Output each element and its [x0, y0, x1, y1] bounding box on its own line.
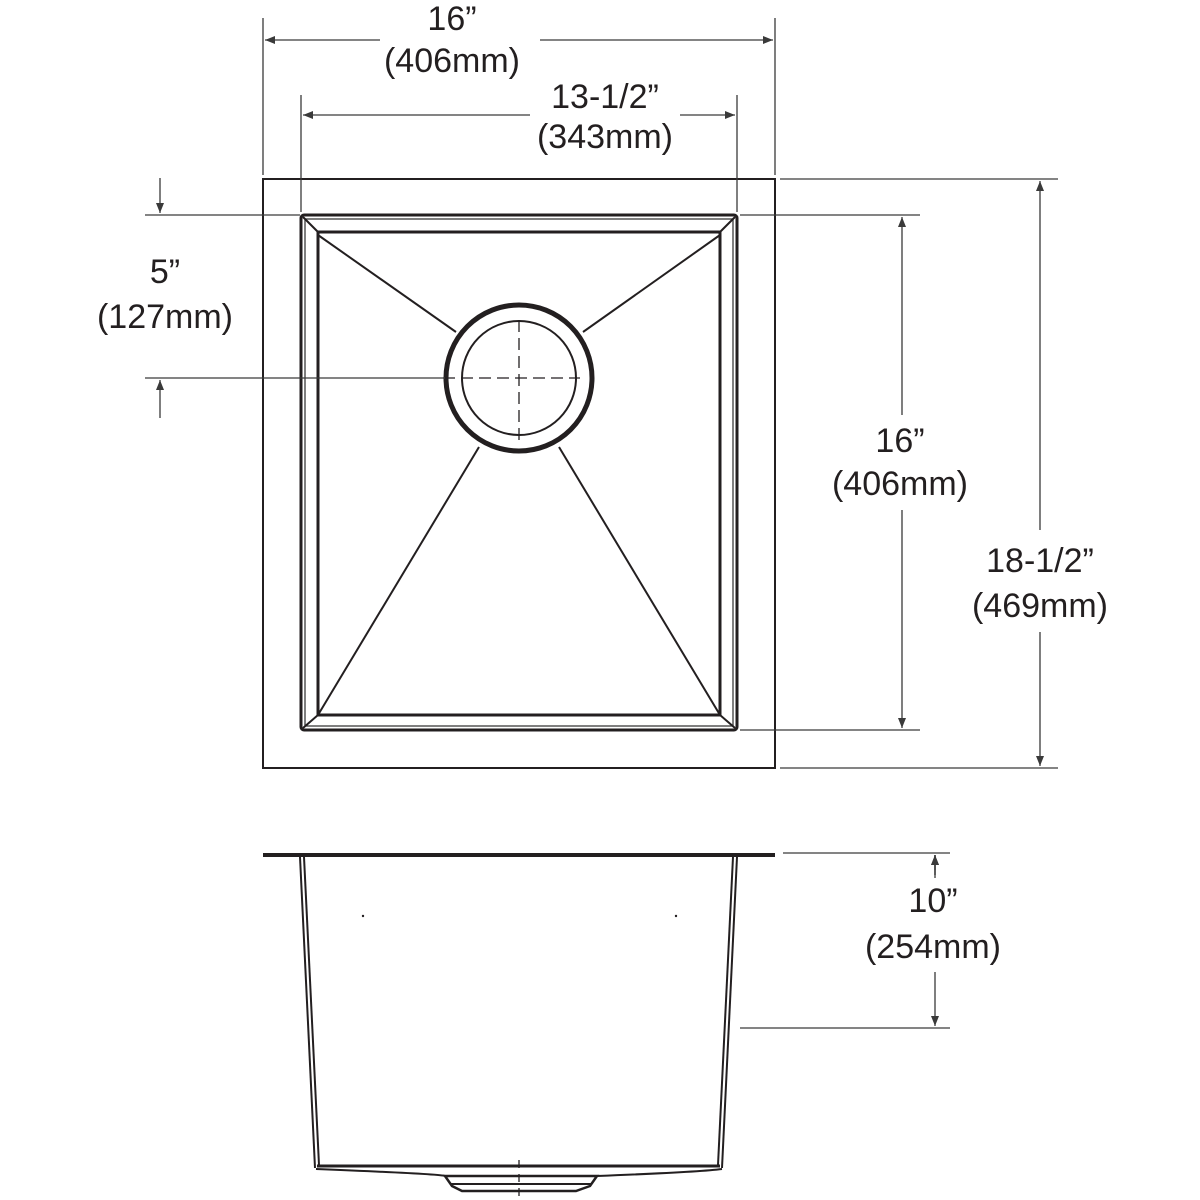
- bowl-rim-outer: [299, 213, 739, 732]
- top-view: [262, 178, 776, 769]
- side-walls: [299, 856, 738, 1169]
- bowl-slope-lines: [302, 216, 736, 729]
- sink-outer-flange: [262, 178, 776, 769]
- drain-centerline: [443, 320, 580, 440]
- overall-length-metric: (469mm): [972, 587, 1108, 625]
- side-mark-right: [674, 914, 678, 918]
- depth-metric: (254mm): [865, 928, 1001, 966]
- bowl-width-metric: (343mm): [537, 118, 673, 156]
- overall-width-metric: (406mm): [384, 42, 520, 80]
- overall-width-imperial: 16”: [427, 0, 476, 38]
- bowl-floor: [316, 230, 722, 717]
- overall-length-imperial: 18-1/2”: [986, 542, 1094, 580]
- bowl-length-metric: (406mm): [832, 465, 968, 503]
- drain-offset-metric: (127mm): [97, 298, 233, 336]
- bowl-rim-inner: [304, 218, 734, 727]
- bowl-width-imperial: 13-1/2”: [551, 78, 659, 116]
- bowl-length-imperial: 16”: [875, 422, 924, 460]
- depth-imperial: 10”: [908, 882, 957, 920]
- drain-offset-imperial: 5”: [150, 253, 180, 291]
- side-view: [263, 853, 775, 1200]
- side-mark-left: [361, 914, 365, 918]
- extension-lines: [145, 18, 1058, 1029]
